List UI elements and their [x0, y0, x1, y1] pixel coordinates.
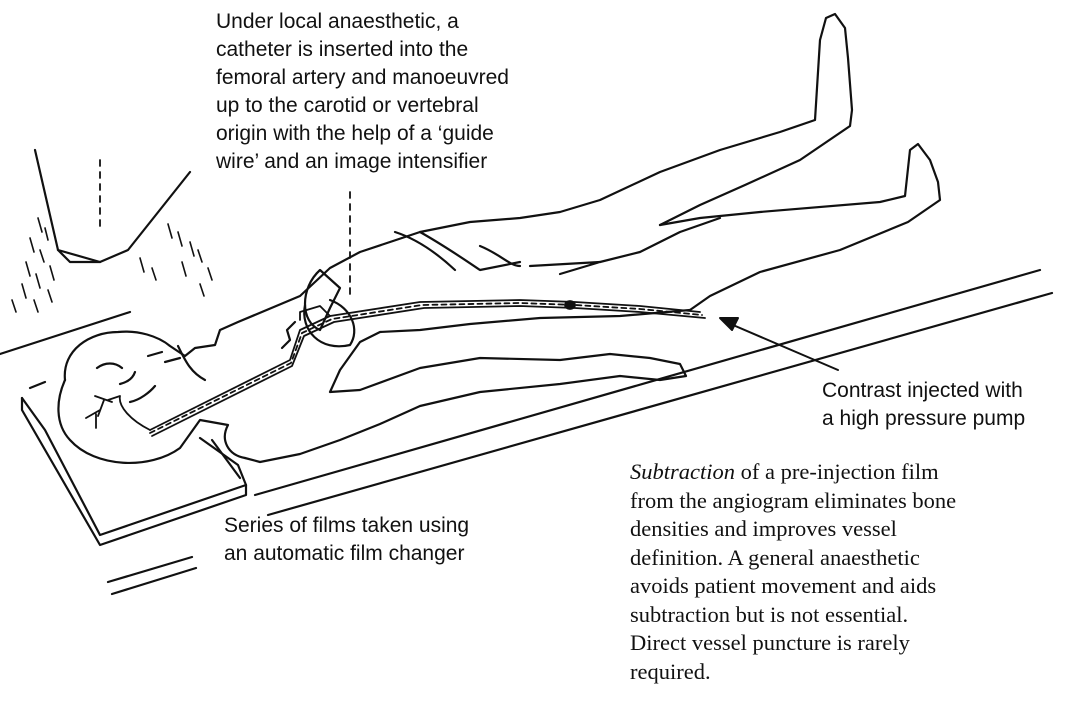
label-line: femoral artery and manoeuvred	[216, 64, 509, 92]
note-line: definition. A general anaesthetic	[630, 544, 956, 573]
note-line: avoids patient movement and aids	[630, 572, 956, 601]
label-contrast-injection: Contrast injected with a high pressure p…	[822, 377, 1025, 433]
note-line: Direct vessel puncture is rarely	[630, 629, 956, 658]
label-line: Under local anaesthetic, a	[216, 8, 509, 36]
note-line: required.	[630, 658, 956, 687]
label-line: up to the carotid or vertebral	[216, 92, 509, 120]
note-line: from the angiogram eliminates bone	[630, 487, 956, 516]
label-line: catheter is inserted into the	[216, 36, 509, 64]
label-film-changer: Series of films taken using an automatic…	[224, 512, 469, 568]
label-line: origin with the help of a ‘guide	[216, 120, 509, 148]
image-intensifier	[12, 150, 212, 312]
label-line: an automatic film changer	[224, 540, 469, 568]
note-line: Subtraction of a pre-injection film	[630, 458, 956, 487]
note-line: densities and improves vessel	[630, 515, 956, 544]
note-line: subtraction but is not essential.	[630, 601, 956, 630]
catheter-and-vessels	[86, 300, 705, 436]
label-line: a high pressure pump	[822, 405, 1025, 433]
note-italic-term: Subtraction	[630, 459, 735, 484]
label-catheter-insertion: Under local anaesthetic, a catheter is i…	[216, 8, 509, 176]
callout-contrast-arrow	[720, 318, 838, 370]
note-line-rest: of a pre-injection film	[735, 459, 939, 484]
label-line: wire’ and an image intensifier	[216, 148, 509, 176]
label-line: Series of films taken using	[224, 512, 469, 540]
subtraction-note: Subtraction of a pre-injection film from…	[630, 458, 956, 686]
label-line: Contrast injected with	[822, 377, 1025, 405]
